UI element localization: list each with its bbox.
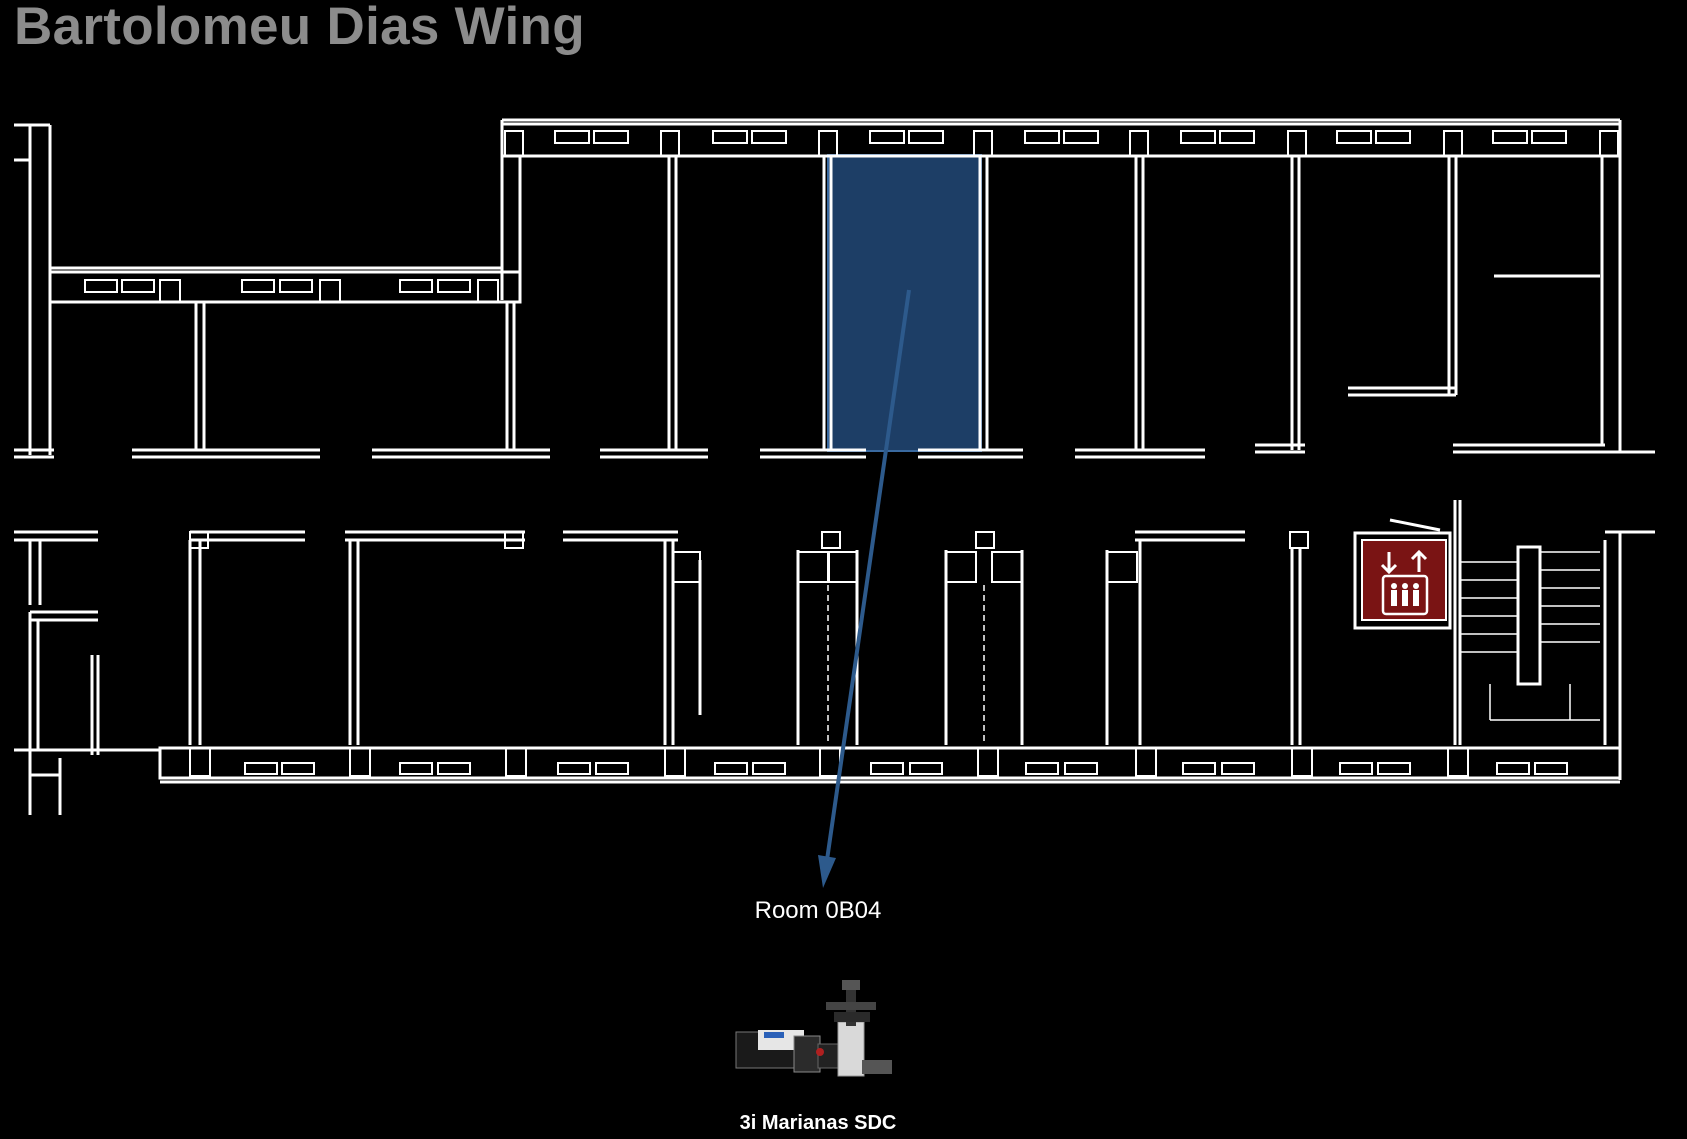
- microscope-system-icon: [735, 980, 892, 1077]
- highlighted-room-0b04[interactable]: [827, 154, 982, 452]
- instrument-label: 3i Marianas SDC: [739, 1112, 897, 1134]
- elevator-icon: [1380, 549, 1429, 616]
- room-locator-arrow: [818, 289, 911, 888]
- elevator-sign: [1361, 539, 1447, 621]
- room-label: Room 0B04: [754, 897, 882, 924]
- page-title: Bartolomeu Dias Wing: [14, 0, 585, 56]
- walls: [14, 118, 1655, 815]
